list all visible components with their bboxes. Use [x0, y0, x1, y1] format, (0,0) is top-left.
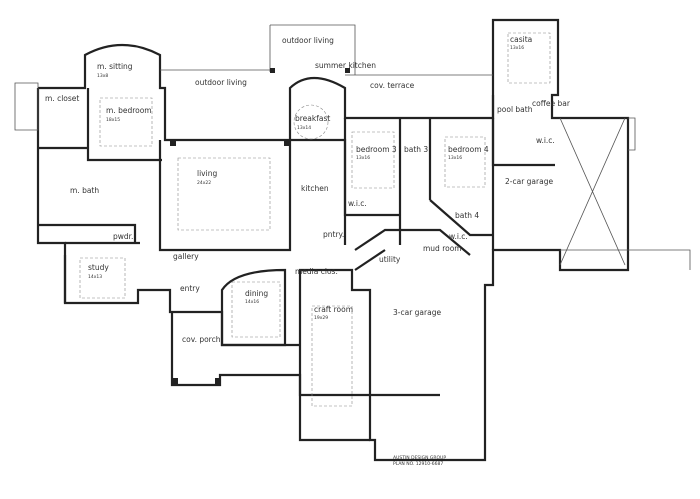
room-label: media clos. — [295, 267, 338, 276]
ceiling-outlines — [79, 32, 551, 407]
room-label: breakfast — [295, 114, 330, 123]
room-label: bedroom 4 — [448, 145, 489, 154]
room-dim: 14x13 — [88, 274, 102, 280]
room-label: study — [88, 263, 109, 272]
room-dim: 13x8 — [97, 73, 108, 79]
room-label: coffee bar — [532, 99, 571, 108]
credit-plan-number: PLAN NO. 12910-6687 — [393, 461, 443, 467]
room-dim: 18x15 — [106, 117, 120, 123]
room-label: m. bath — [70, 186, 99, 195]
room-label: w.i.c. — [449, 232, 468, 241]
credit-firm: AUSTIN DESIGN GROUP — [393, 455, 446, 461]
room-dim: 13x16 — [356, 155, 370, 161]
room-labels: m. sitting 13x8 m. closet m. bedroom 18x… — [45, 35, 571, 467]
room-label: m. bedroom — [106, 106, 152, 115]
room-label: entry — [180, 284, 200, 293]
room-label: summer kitchen — [315, 61, 376, 70]
room-label: dining — [245, 289, 268, 298]
room-label: mud room — [423, 244, 462, 253]
room-label: bedroom 3 — [356, 145, 397, 154]
room-label: outdoor living — [282, 36, 334, 45]
room-label: cov. porch — [182, 335, 221, 344]
room-dim: 13x16 — [510, 45, 524, 51]
room-label: w.i.c. — [536, 136, 555, 145]
room-label: m. closet — [45, 94, 79, 103]
room-label: 3-car garage — [393, 308, 441, 317]
room-label: pntry. — [323, 230, 344, 239]
room-label: pwdr. — [113, 232, 133, 241]
room-label: m. sitting — [97, 62, 133, 71]
room-label: craft room — [314, 305, 353, 314]
room-label: utility — [379, 255, 401, 264]
room-label: living — [197, 169, 217, 178]
room-label: bath 4 — [455, 211, 479, 220]
room-dim: 19x29 — [314, 315, 328, 321]
room-label: gallery — [173, 252, 199, 261]
room-dim: 13x16 — [448, 155, 462, 161]
room-dim: 24x22 — [197, 180, 211, 186]
walls — [14, 18, 691, 462]
room-label: bath 3 — [404, 145, 428, 154]
room-label: pool bath — [497, 105, 533, 114]
room-label: outdoor living — [195, 78, 247, 87]
room-label: 2-car garage — [505, 177, 553, 186]
room-dim: 14x16 — [245, 299, 259, 305]
room-label: casita — [510, 35, 532, 44]
room-label: cov. terrace — [370, 81, 415, 90]
room-dim: 13x14 — [297, 125, 311, 131]
room-label: kitchen — [301, 184, 329, 193]
room-label: w.i.c. — [348, 199, 367, 208]
